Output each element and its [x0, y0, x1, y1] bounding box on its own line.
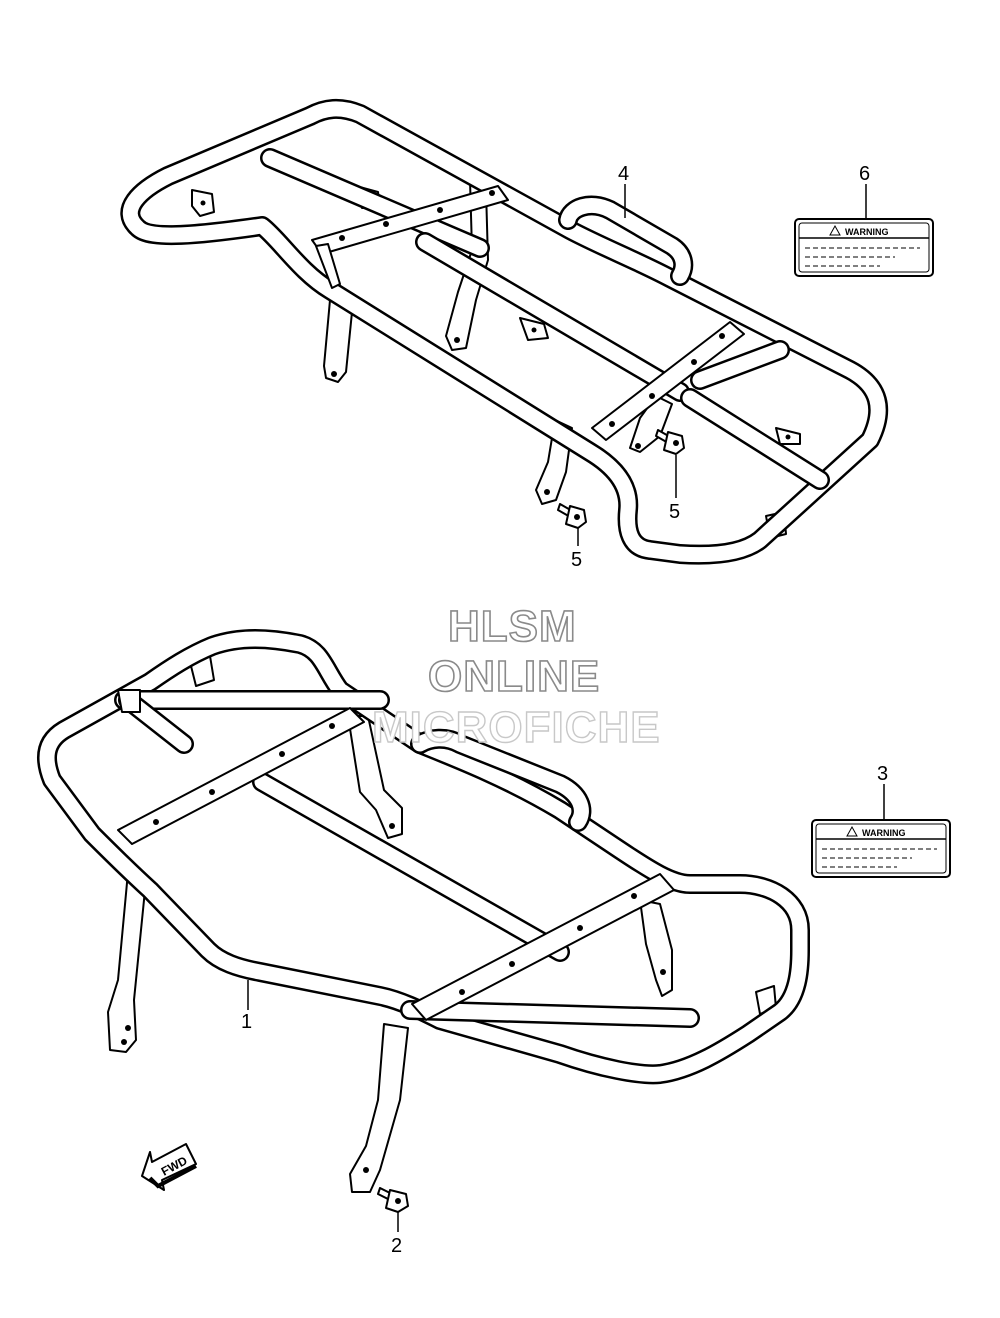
callout-4: 4: [618, 163, 629, 218]
callout-6: 6: [859, 163, 870, 219]
callout-number-5-right: 5: [669, 501, 680, 523]
warning-label-part-3: WARNING: [811, 819, 951, 878]
bolt-part-2: [377, 1187, 409, 1213]
callout-5-right: 5: [669, 455, 680, 523]
fwd-direction-arrow: FWD: [141, 1143, 197, 1191]
callout-3: 3: [877, 763, 888, 820]
front-carrier-brackets: [117, 689, 675, 1021]
rear-carrier-frame-tube: [120, 99, 889, 565]
rear-carrier-crossbars: [260, 148, 830, 490]
bolt-part-5-right: [655, 429, 685, 455]
bolt-part-5-left: [557, 503, 587, 529]
front-carrier-crossbars: [114, 690, 700, 1028]
callout-number-3: 3: [877, 763, 888, 785]
callout-number-1: 1: [241, 1011, 252, 1033]
watermark-line-2: ONLINE: [427, 651, 601, 702]
callout-number-4: 4: [618, 163, 629, 185]
front-carrier-part-1: [37, 629, 810, 1193]
callout-5-left: 5: [571, 528, 582, 571]
warning-label-part-6: WARNING: [794, 218, 934, 277]
front-carrier-legs: [107, 715, 673, 1193]
callout-number-6: 6: [859, 163, 870, 185]
front-carrier-handle: [410, 728, 592, 832]
watermark-line-1: HLSM: [447, 601, 577, 652]
warning-triangle-icon: [829, 224, 841, 236]
rear-carrier-handle: [558, 195, 694, 286]
callout-number-2: 2: [391, 1235, 402, 1257]
callout-number-5-left: 5: [571, 549, 582, 571]
watermark-line-3: MICROFICHE: [371, 702, 661, 752]
rear-carrier-brackets: [311, 185, 745, 441]
warning-triangle-icon: [846, 825, 858, 837]
callout-1: 1: [241, 980, 252, 1033]
warning-label-3-text: WARNING: [862, 828, 906, 838]
rear-carrier-part-4: [120, 99, 889, 565]
warning-label-6-text: WARNING: [845, 227, 889, 237]
callout-2: 2: [391, 1212, 402, 1257]
